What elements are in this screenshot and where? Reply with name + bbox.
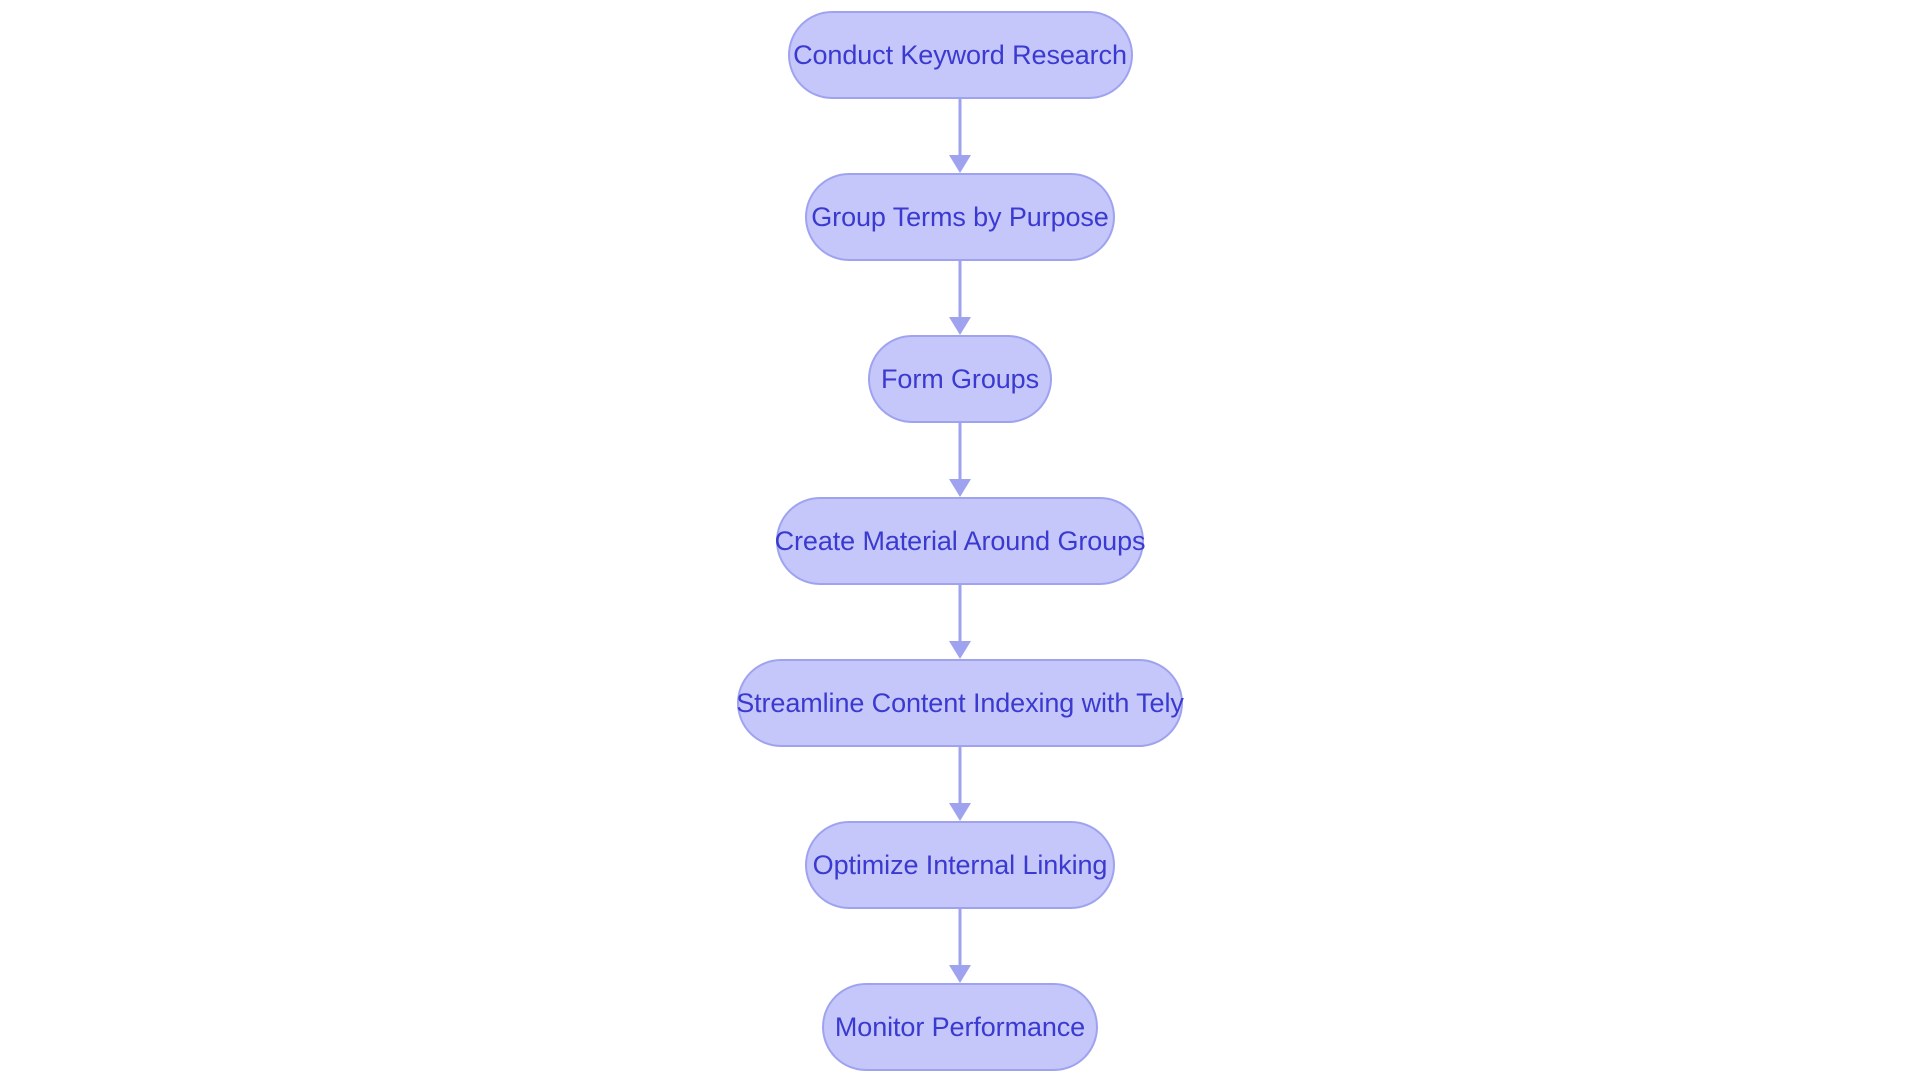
- flow-node-label: Group Terms by Purpose: [811, 201, 1109, 232]
- flow-node-streamline-content-indexing-with-tely[interactable]: Streamline Content Indexing with Tely: [736, 659, 1184, 747]
- flow-edge-n2-n3: [947, 261, 973, 335]
- edge-line: [958, 99, 962, 157]
- edge-line: [958, 747, 962, 805]
- flow-node-conduct-keyword-research[interactable]: Conduct Keyword Research: [787, 11, 1133, 99]
- arrowhead-down-icon: [949, 155, 971, 173]
- flow-edge-n6-n7: [947, 909, 973, 983]
- edge-line: [958, 585, 962, 643]
- flow-edge-n3-n4: [947, 423, 973, 497]
- flow-edge-n5-n6: [947, 747, 973, 821]
- edge-line: [958, 261, 962, 319]
- top-spacer: [960, 0, 961, 11]
- flow-node-label: Optimize Internal Linking: [812, 849, 1108, 880]
- flow-node-group-terms-by-purpose[interactable]: Group Terms by Purpose: [805, 173, 1115, 261]
- flow-node-form-groups[interactable]: Form Groups: [868, 335, 1052, 423]
- flow-node-optimize-internal-linking[interactable]: Optimize Internal Linking: [805, 821, 1115, 909]
- flow-node-create-material-around-groups[interactable]: Create Material Around Groups: [774, 497, 1146, 585]
- flow-edge-n1-n2: [947, 99, 973, 173]
- flow-edge-n4-n5: [947, 585, 973, 659]
- arrowhead-down-icon: [949, 965, 971, 983]
- flow-node-label: Create Material Around Groups: [774, 525, 1146, 556]
- arrowhead-down-icon: [949, 479, 971, 497]
- flow-node-monitor-performance[interactable]: Monitor Performance: [822, 983, 1098, 1071]
- flow-node-label: Conduct Keyword Research: [793, 39, 1127, 70]
- flow-node-label: Monitor Performance: [834, 1011, 1086, 1042]
- flow-node-label: Form Groups: [881, 363, 1039, 394]
- arrowhead-down-icon: [949, 641, 971, 659]
- arrowhead-down-icon: [949, 803, 971, 821]
- arrowhead-down-icon: [949, 317, 971, 335]
- edge-line: [958, 423, 962, 481]
- edge-line: [958, 909, 962, 967]
- flow-node-label: Streamline Content Indexing with Tely: [736, 687, 1184, 718]
